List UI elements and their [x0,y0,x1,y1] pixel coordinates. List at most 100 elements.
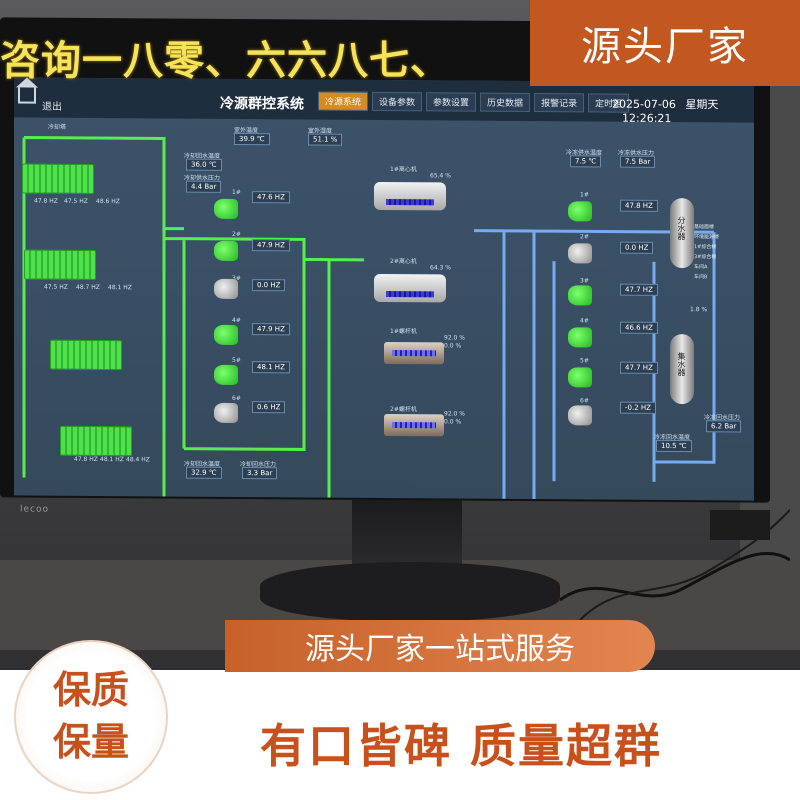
exit-button[interactable]: 退出 [42,101,62,113]
chiller-name: 1#螺杆机 [390,328,417,336]
chiller-pct: 92.0 % [444,410,465,418]
pump-hz: 0.6 HZ [252,401,286,414]
chilled-pump[interactable] [568,367,592,388]
chiller-name: 2#螺杆机 [390,406,417,414]
tab-equipment-params[interactable]: 设备参数 [372,91,423,112]
badge-line2: 保量 [52,720,129,764]
monitor-screen: 退出 冷源群控系统 冷源系统 设备参数 参数设置 历史数据 报警记录 定时组 2… [14,77,754,501]
param-value: 3.3 Bar [242,467,278,480]
slogan: 有口皆碑 质量超群 [260,719,663,773]
cooling-pump[interactable] [214,364,238,385]
service-banner: 源头厂家一站式服务 [225,620,655,672]
legend-item: 3#综合楼 [694,254,717,261]
param-value: 32.9 ℃ [186,466,222,479]
tab-alarms[interactable]: 报警记录 [534,93,585,113]
pump-hz: 47.9 HZ [252,323,290,336]
cooling-pump[interactable] [214,278,238,299]
pump-hz: 47.6 HZ [252,191,290,204]
param-value: 36.0 ℃ [186,158,222,171]
pump-name: 6# [232,394,241,402]
pump-hz: 46.6 HZ [620,321,658,334]
monitor-bezel: 退出 冷源群控系统 冷源系统 设备参数 参数设置 历史数据 报警记录 定时组 2… [0,17,770,515]
pump-hz: 47.7 HZ [620,283,658,296]
cooling-pipes [22,135,364,501]
chilled-pump[interactable] [568,285,592,306]
cooling-tower[interactable] [24,249,96,280]
pump-name: 1# [580,191,589,199]
cooling-pump[interactable] [214,324,238,345]
pipe-diagram [22,135,716,501]
water-distributor[interactable]: 分水器 [670,197,694,269]
monitor-stand [352,500,462,570]
cooling-tower[interactable] [50,339,122,371]
legend-item: 车间A [694,264,708,271]
cooling-pump[interactable] [214,402,238,423]
chiller-pct: 65.4 % [430,172,451,180]
param-value: 6.2 Bar [706,420,742,433]
pump-hz: 47.9 HZ [252,239,290,252]
page-title: 冷源群控系统 [220,95,304,113]
chilled-pump[interactable] [568,405,592,426]
tower-hz: 48.1 HZ [108,284,132,292]
tower-hz: 48.6 HZ [96,197,120,206]
home-icon[interactable] [18,87,36,104]
screw-chiller[interactable] [384,341,444,365]
chiller-name: 2#离心机 [390,258,417,266]
outdoor-temp-value: 39.9 ℃ [234,132,270,146]
vessel-label: 集水器 [677,352,686,377]
badge-line1: 保质 [52,668,129,712]
pump-name: 4# [232,316,241,324]
chilled-pump[interactable] [568,327,592,348]
cooling-tower[interactable] [60,425,132,457]
pump-name: 5# [232,356,241,364]
branch-legend: 基础面楼 环境能源楼 1#综合楼 3#综合楼 车间A 车间B [694,222,719,282]
vessel-label: 分水器 [677,216,686,241]
tab-param-settings[interactable]: 参数设置 [426,92,477,112]
pump-hz: 0.0 HZ [620,241,654,254]
pump-hz: 47.8 HZ [620,199,658,212]
param-value: 4.4 Bar [186,180,222,193]
monitor-base [260,562,560,622]
tower-hz: 47.8 HZ [34,197,58,205]
humidity-value: 51.1 % [308,133,343,146]
cooling-pump[interactable] [214,240,238,261]
water-collector[interactable]: 集水器 [670,333,694,405]
legend-item: 车间B [694,274,708,281]
tower-hz: 47.8 HZ [74,455,98,463]
pump-name: 2# [580,233,589,241]
chilled-pipes [474,229,716,501]
contact-text: 咨询一八零、六六八七、 [0,38,451,84]
tower-hz: 47.5 HZ [64,197,88,205]
cooling-pump[interactable] [214,198,238,219]
chilled-pump[interactable] [568,243,592,264]
tower-hz: 48.1 HZ [100,456,124,464]
tab-history[interactable]: 历史数据 [480,92,531,113]
pump-hz: 0.0 HZ [252,279,286,292]
pump-hz: 48.1 HZ [252,361,290,374]
centrifugal-chiller[interactable] [374,273,446,303]
tab-cold-source[interactable]: 冷源系统 [318,91,369,111]
pump-name: 3# [580,277,589,285]
tab-bar: 冷源系统 设备参数 参数设置 历史数据 报警记录 定时组 [318,91,630,113]
cooling-tower[interactable] [22,163,94,194]
weekday-value: 星期天 [685,98,719,112]
brand-box: 源头厂家 [530,0,800,86]
legend-item: 基础面楼 [694,224,715,231]
pump-name: 5# [580,357,589,365]
valve-pct: 1.8 % [690,306,708,314]
quality-badge: 保质 保量 [14,640,168,794]
chilled-pump[interactable] [568,201,592,222]
date-value: 2025-07-06 [612,97,676,112]
chiller-pct: 64.3 % [430,264,451,272]
legend-item: 环境能源楼 [694,234,720,241]
tower-hz: 48.7 HZ [76,283,100,292]
chiller-pct: 0.0 % [444,342,462,350]
param-value: 7.5 Bar [620,155,656,168]
chiller-pct: 0.0 % [444,418,462,426]
centrifugal-chiller[interactable] [374,181,446,211]
pump-name: 6# [580,397,589,405]
screw-chiller[interactable] [384,413,444,437]
pump-hz: -0.2 HZ [620,401,656,414]
cooling-tower-label: 冷却塔 [48,123,67,131]
param-value: 7.5 ℃ [570,155,602,168]
